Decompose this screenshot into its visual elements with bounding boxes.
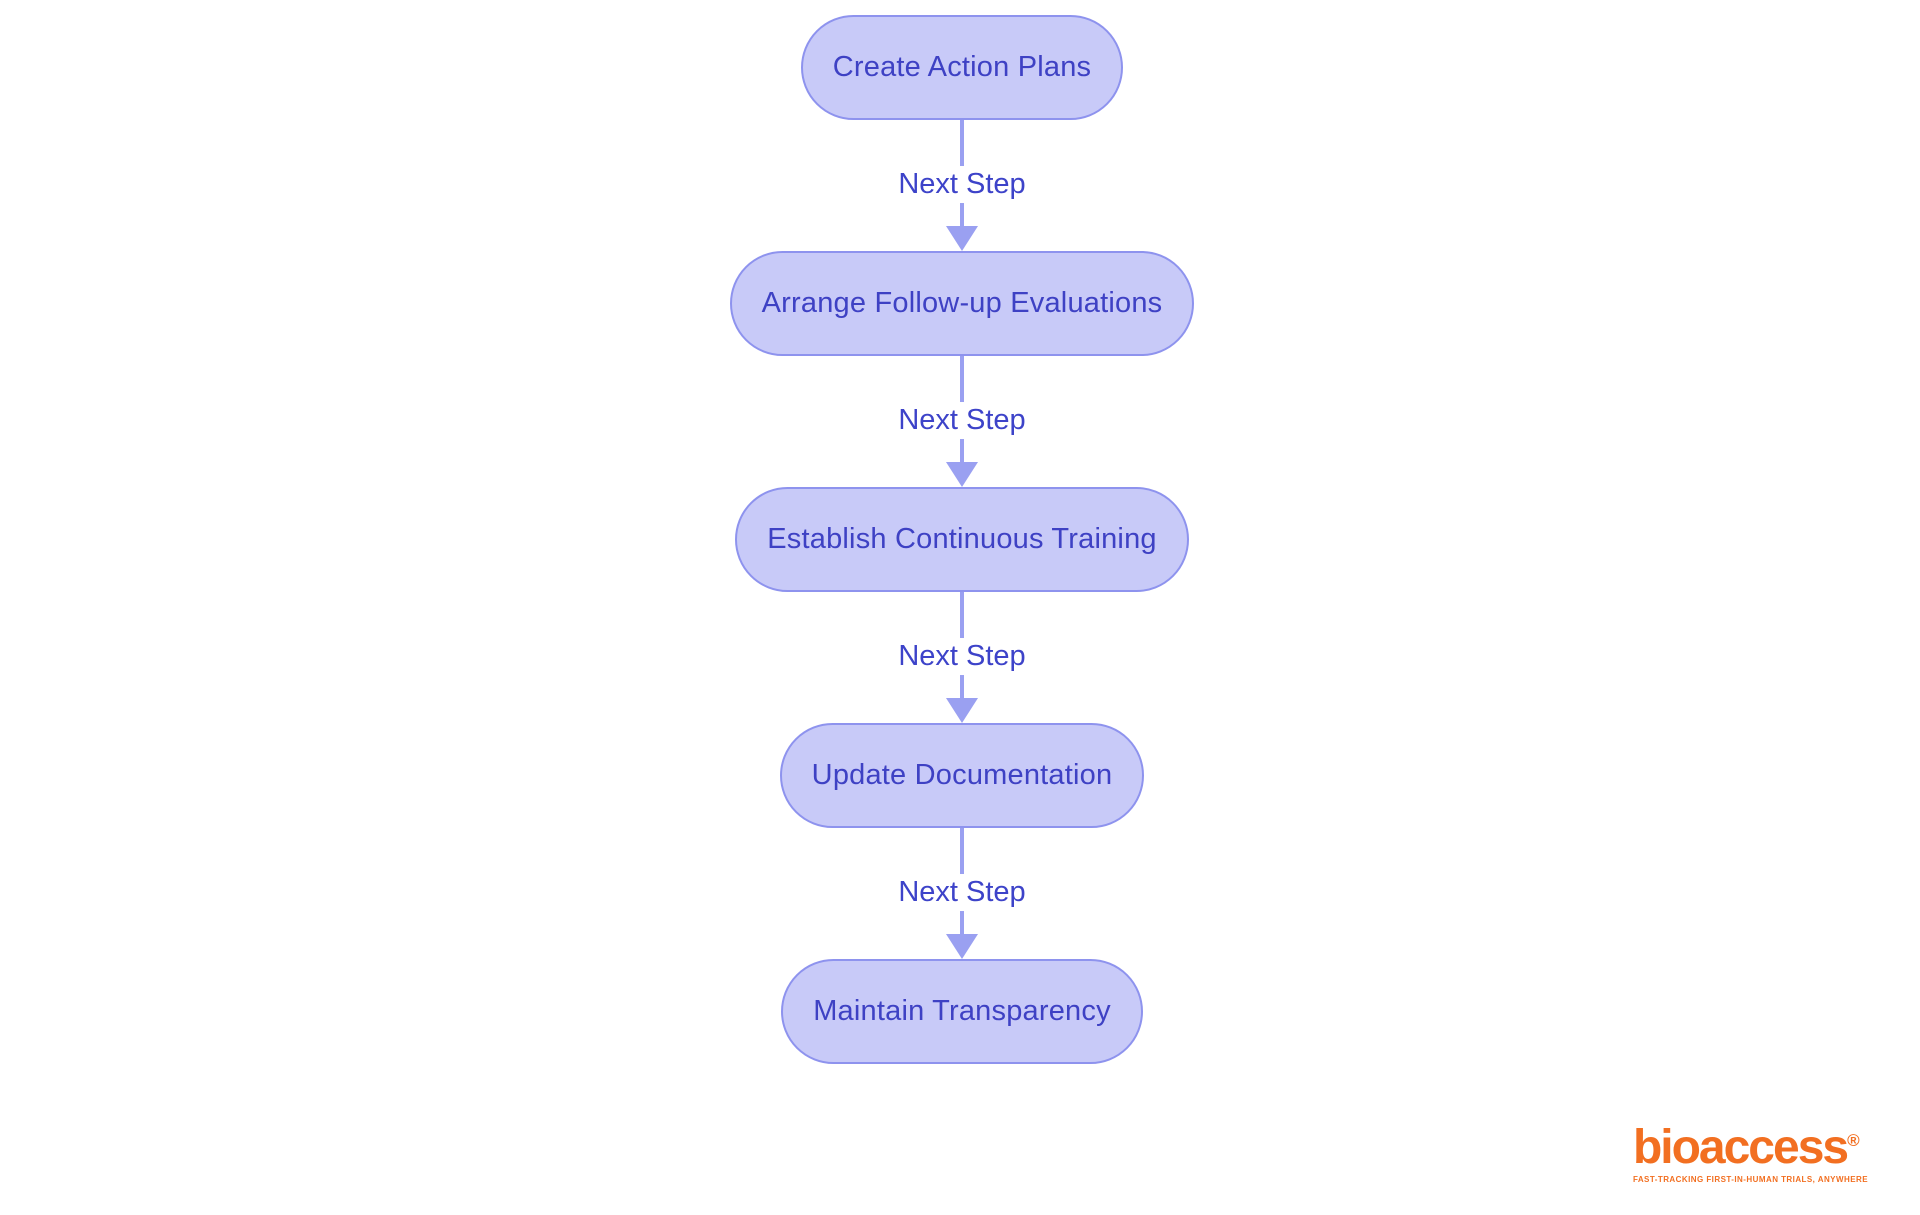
edge-label: Next Step: [890, 873, 1034, 911]
flow-node: Arrange Follow-up Evaluations: [729, 251, 1195, 356]
edge-label: Next Step: [890, 637, 1034, 675]
flow-connector: Next Step: [802, 120, 1122, 251]
flow-node: Create Action Plans: [800, 15, 1124, 120]
flow-node: Maintain Transparency: [781, 959, 1143, 1064]
arrow-down-icon: [946, 462, 978, 487]
arrow-down-icon: [946, 934, 978, 959]
arrow-down-icon: [946, 698, 978, 723]
flow-connector: Next Step: [802, 828, 1122, 959]
flow-node: Update Documentation: [779, 723, 1145, 828]
edge-label: Next Step: [890, 165, 1034, 203]
arrow-down-icon: [946, 226, 978, 251]
flow-connector: Next Step: [802, 592, 1122, 723]
edge-label: Next Step: [890, 401, 1034, 439]
logo-tagline: FAST-TRACKING FIRST-IN-HUMAN TRIALS, ANY…: [1632, 1175, 1868, 1185]
logo-wordmark: bioaccess®: [1633, 1124, 1868, 1172]
flow-node: Establish Continuous Training: [735, 487, 1189, 592]
flow-connector: Next Step: [802, 356, 1122, 487]
bioaccess-logo: bioaccess® FAST-TRACKING FIRST-IN-HUMAN …: [1632, 1124, 1868, 1185]
registered-trademark-icon: ®: [1847, 1131, 1860, 1150]
logo-brand-text: bioaccess: [1632, 1121, 1849, 1174]
